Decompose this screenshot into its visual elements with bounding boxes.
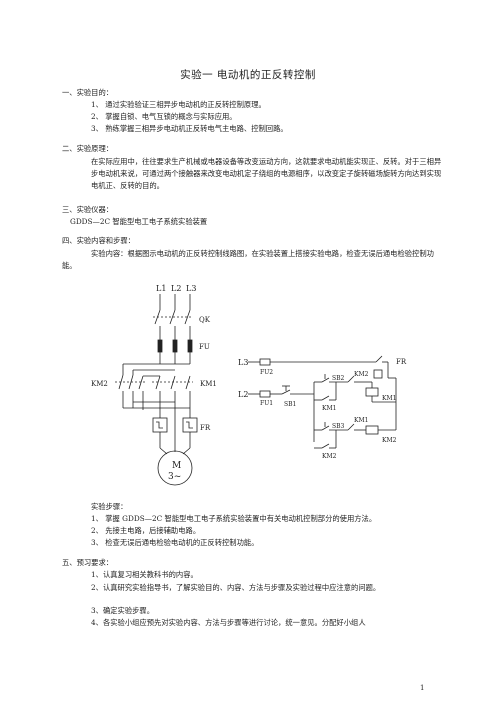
sb2-label: SB2 [332,375,345,382]
km2-interlock-label: KM2 [354,371,369,378]
section-heading-preview: 五、预习要求： [62,558,114,567]
km1-coil-label: KM1 [382,395,396,402]
km1-interlock-label: KM1 [354,417,368,424]
fu-label: FU [199,343,210,351]
km1-main-label: KM1 [200,380,217,388]
km2-seal-label: KM2 [322,453,337,460]
km1-seal-label: KM1 [322,405,336,412]
list-item: 1、认真复习相关教科书的内容。 [91,570,198,579]
sb3-label: SB3 [332,423,345,430]
page-number: 1 [420,684,425,692]
list-item: 2、 掌握自锁、电气互锁的概念与实际应用。 [91,112,237,121]
list-item: 2、 先接主电路，后接辅助电路。 [91,526,201,535]
phase-label-l3: L3 [186,284,196,293]
list-item: 4、各实验小组应预先对实验内容、方法与步骤等进行讨论，统一意见。分配好小组人 [91,618,366,627]
phase-label-l1: L1 [156,284,166,293]
section-heading-instruments: 三、实验仪器： [62,205,114,214]
ctrl-l3-label: L3 [238,358,248,367]
fu2-label: FU2 [260,369,273,376]
motor-phase-label: 3~ [168,472,181,482]
fu1-label: FU1 [260,400,273,407]
list-item: 1、 通过实验验证三相异步电动机的正反转控制原理。 [91,100,266,109]
fr-main-label: FR [200,424,211,432]
list-item: 3、确定实验步骤。 [91,606,155,615]
page-title: 实验一 电动机的正反转控制 [180,69,316,81]
km2-main-label: KM2 [91,380,108,388]
ctrl-fr-label: FR [396,358,407,366]
section-heading-purpose: 一、实验目的： [62,88,114,97]
motor-label: M [172,461,181,471]
steps-heading: 实验步骤： [91,502,128,511]
list-item: 3、 检查无误后通电检验电动机的正反转控制功能。 [91,538,259,547]
content-paragraph: 实验内容：根据图示电动机的正反转控制线路图，在实验装置上搭接实验电路，检查无误后… [62,249,434,270]
list-item: 1、 掌握 GDDS—2C 智能型电工电子系统实验装置中有关电动机控制部分的使用… [91,514,377,523]
km2-coil-label: KM2 [382,437,397,444]
section-heading-content: 四、实验内容和步骤： [62,236,135,245]
phase-label-l2: L2 [171,284,181,293]
section-heading-principle: 二、实验原理： [62,144,114,153]
main-circuit-diagram: L1 L2 L3 QK FU KM2 KM1 FR M 3~ [91,284,217,486]
sb1-label: SB1 [284,401,296,408]
ctrl-l2-label: L2 [238,390,248,399]
instrument-item: GDDS—2C 智能型电工电子系统实验装置 [70,217,208,226]
qk-label: QK [199,316,211,324]
list-item: 2、认真研究实验指导书，了解实验目的、内容、方法与步骤及实验过程中应注意的问题。 [91,583,381,592]
list-item: 3、 熟练掌握三相异步电动机正反转电气主电路、控制回路。 [91,124,288,133]
control-circuit-diagram: L3 L2 FU2 FU1 FR SB1 SB2 SB3 KM2 KM1 KM1… [238,355,407,460]
principle-paragraph: 在实际应用中，往往要求生产机械或电器设备等改变运动方向，这就要求电动机能实现正、… [91,157,442,190]
